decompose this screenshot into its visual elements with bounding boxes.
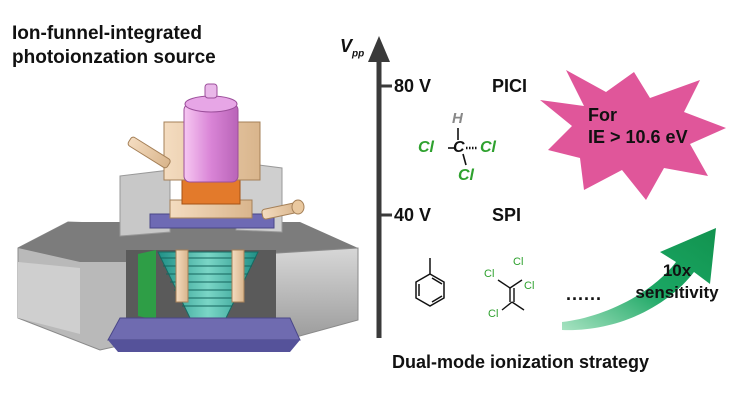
chcl3-cl-bottom: Cl bbox=[458, 167, 474, 184]
chcl3-hydrogen: H bbox=[452, 110, 463, 127]
ie-starburst bbox=[540, 70, 726, 200]
chcl3-cl-left: Cl bbox=[418, 139, 434, 156]
vpp-axis-arrowhead bbox=[368, 36, 390, 62]
tce-cl-top-right: Cl bbox=[513, 256, 524, 268]
sensitivity-label: 10x sensitivity bbox=[622, 260, 732, 304]
device-title-line1: Ion-funnel-integrated bbox=[12, 23, 202, 44]
vpp-symbol: V bbox=[340, 36, 353, 56]
voltage-label-80v: 80 V bbox=[394, 76, 432, 96]
tce-cl-top-left: Cl bbox=[484, 268, 495, 280]
mode-label-spi: SPI bbox=[492, 205, 522, 225]
mode-label-pici: PICI bbox=[492, 76, 528, 96]
funnel-green-wall bbox=[138, 250, 156, 320]
ie-threshold-line2: IE > 10.6 eV bbox=[588, 127, 688, 147]
device-title: Ion-funnel-integrated photoionzation sou… bbox=[12, 22, 272, 70]
vuv-lamp-tip bbox=[204, 83, 218, 99]
tce-cl-bottom-left: Cl bbox=[488, 308, 499, 320]
vuv-lamp-body bbox=[183, 103, 239, 183]
purple-base-plate bbox=[107, 317, 301, 341]
strategy-caption: Dual-mode ionization strategy bbox=[392, 352, 650, 372]
side-probe-right-tip bbox=[291, 199, 305, 215]
side-probe-left bbox=[127, 136, 171, 169]
vpp-axis-label: Vpp bbox=[340, 36, 364, 60]
purple-base-bottom bbox=[108, 340, 300, 352]
voltage-label-40v: 40 V bbox=[394, 205, 432, 225]
chcl3-carbon: C bbox=[453, 139, 465, 156]
tce-cl-bottom-right: Cl bbox=[524, 280, 535, 292]
toluene-structure bbox=[415, 258, 445, 307]
chcl3-structure bbox=[448, 128, 478, 166]
sensitivity-factor: 10x bbox=[662, 261, 692, 280]
ie-threshold-text: For IE > 10.6 eV bbox=[588, 104, 718, 148]
more-molecules-ellipsis: ...... bbox=[566, 284, 603, 304]
vpp-subscript: pp bbox=[352, 48, 365, 60]
tan-rod-left bbox=[175, 249, 189, 303]
chcl3-cl-right: Cl bbox=[480, 139, 496, 156]
tce-structure bbox=[497, 279, 525, 311]
sensitivity-arrow bbox=[562, 228, 716, 331]
sensitivity-word: sensitivity bbox=[635, 283, 719, 302]
device-title-line2: photoionzation source bbox=[12, 47, 216, 68]
ie-threshold-line1: For bbox=[588, 105, 617, 125]
vpp-axis bbox=[368, 36, 392, 338]
base-housing-front bbox=[18, 262, 80, 334]
ion-source-illustration bbox=[17, 83, 359, 352]
tan-rod-right bbox=[231, 249, 245, 303]
